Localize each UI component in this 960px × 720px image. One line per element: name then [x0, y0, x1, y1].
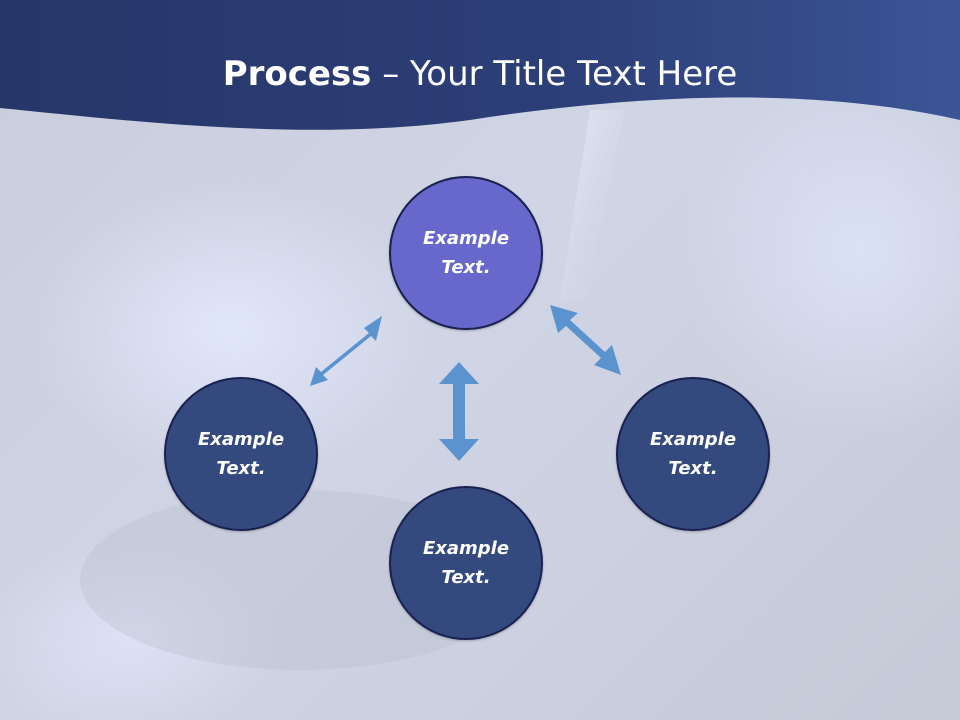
bg-streak	[560, 110, 625, 300]
node-center: Example Text.	[389, 176, 543, 330]
title-bold: Process	[222, 54, 372, 94]
node-left-label: Example Text.	[197, 429, 285, 479]
node-right: Example Text.	[616, 377, 770, 531]
slide-title: Process – Your Title Text Here	[0, 52, 960, 96]
node-right-label: Example Text.	[649, 429, 737, 479]
bg-glow-bottom	[0, 540, 280, 720]
node-bottom-label: Example Text.	[422, 538, 510, 588]
header-band	[0, 0, 960, 130]
node-center-label: Example Text.	[422, 228, 510, 278]
title-rest: – Your Title Text Here	[371, 54, 738, 94]
bg-glow-left	[30, 180, 430, 480]
node-left: Example Text.	[164, 377, 318, 531]
bg-glow-right	[680, 60, 960, 440]
node-bottom: Example Text.	[389, 486, 543, 640]
